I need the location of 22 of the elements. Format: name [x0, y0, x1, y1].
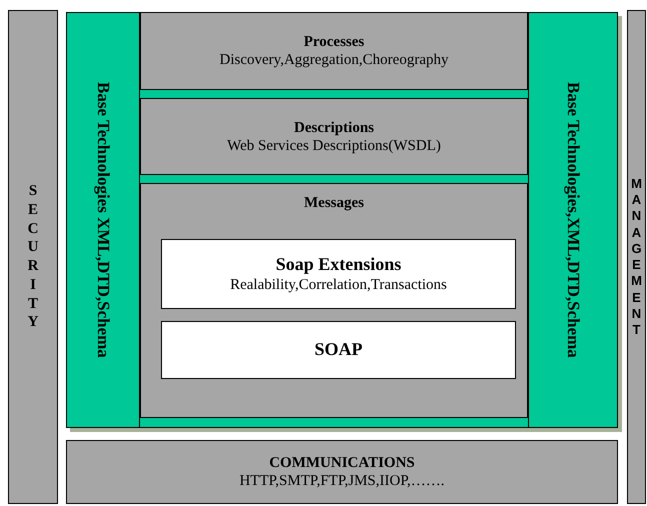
layer-title: Processes: [304, 33, 364, 51]
layer-title: Descriptions: [294, 118, 374, 136]
vertical-label: MANAGEMENT: [630, 176, 643, 338]
vertical-label: Base Technologies XML,DTD,Schema: [93, 82, 113, 358]
layer-title: Soap Extensions: [276, 254, 402, 276]
vertical-label: SECURITY: [26, 182, 40, 332]
layer-title: COMMUNICATIONS: [269, 454, 415, 472]
layer-title: Messages: [304, 194, 364, 212]
layer-box: [140, 12, 528, 90]
side-column: [8, 10, 58, 504]
layer-box: [66, 440, 618, 504]
layer-description: Discovery,Aggregation,Choreography: [220, 51, 448, 69]
layer-description: HTTP,SMTP,FTP,JMS,IIOP,…….: [239, 472, 445, 490]
layer-description: Realability,Correlation,Transactions: [230, 276, 447, 294]
inner-box: [161, 321, 516, 379]
side-column: [627, 10, 646, 504]
layer-box: [140, 183, 528, 418]
inner-box: [161, 239, 516, 309]
layer-description: Web Services Descriptions(WSDL): [227, 136, 441, 154]
layer-box: [140, 98, 528, 175]
vertical-label: Base Technologies,XML,DTD,Schema: [563, 82, 583, 358]
layer-title: SOAP: [314, 339, 362, 361]
